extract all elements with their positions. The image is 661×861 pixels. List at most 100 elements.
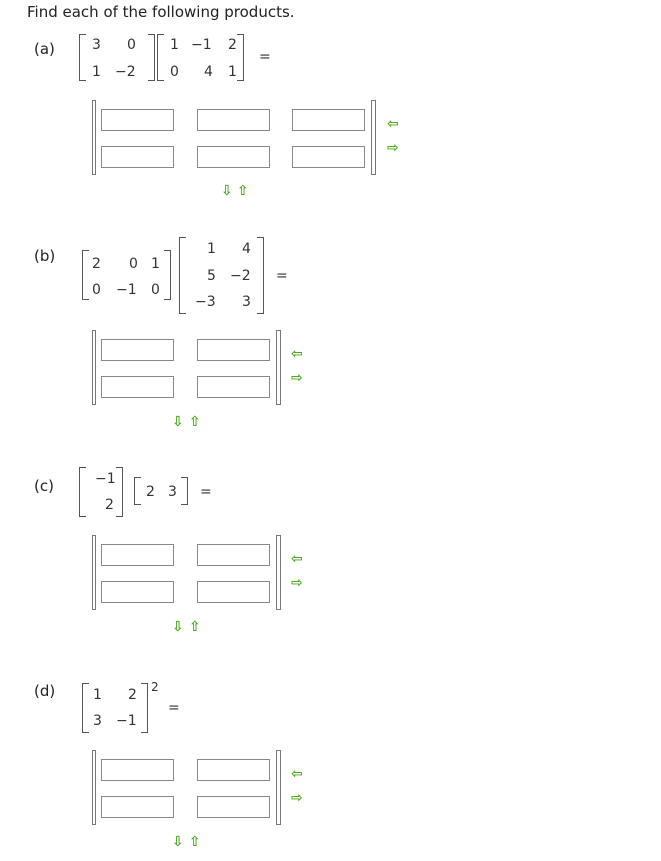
matrix-entry: 3 xyxy=(92,37,101,53)
part-b-label: (b) xyxy=(34,247,56,265)
answer-cell-r1c3[interactable] xyxy=(292,109,365,131)
remove-column-arrow-icon[interactable]: ⇦ xyxy=(387,116,399,132)
answer-cell-r2c1[interactable] xyxy=(101,146,174,168)
matrix-entry: 4 xyxy=(242,241,251,257)
matrix-entry: 4 xyxy=(204,64,213,80)
matrix-entry: −1 xyxy=(116,282,137,298)
matrix-entry: 3 xyxy=(168,484,177,500)
answer-cell-r1c2[interactable] xyxy=(197,339,270,361)
add-row-arrow-icon[interactable]: ⇧ xyxy=(189,834,201,850)
bracket-right xyxy=(116,467,123,517)
remove-column-arrow-icon[interactable]: ⇦ xyxy=(291,766,303,782)
answer-bracket-left xyxy=(92,535,96,610)
matrix-entry: 2 xyxy=(228,37,237,53)
answer-cell-r1c2[interactable] xyxy=(197,759,270,781)
add-column-arrow-icon[interactable]: ⇨ xyxy=(291,370,303,386)
matrix-entry: −1 xyxy=(191,37,212,53)
bracket-right xyxy=(181,477,188,505)
matrix-entry: −2 xyxy=(115,64,136,80)
answer-bracket-right xyxy=(277,750,281,825)
answer-bracket-inner xyxy=(95,330,96,405)
bracket-right xyxy=(237,34,244,81)
matrix-entry: 1 xyxy=(151,256,160,272)
bracket-left xyxy=(134,477,141,505)
remove-row-arrow-icon[interactable]: ⇩ xyxy=(172,414,184,430)
answer-bracket-left xyxy=(92,330,96,405)
matrix-entry: 5 xyxy=(207,268,216,284)
add-column-arrow-icon[interactable]: ⇨ xyxy=(291,575,303,591)
matrix-entry: 1 xyxy=(93,687,102,703)
instruction: Find each of the following products. xyxy=(27,3,295,21)
equals-sign: = xyxy=(200,484,212,500)
answer-cell-r2c2[interactable] xyxy=(197,796,270,818)
matrix-entry: 3 xyxy=(242,294,251,310)
matrix-entry: 2 xyxy=(92,256,101,272)
answer-cell-r1c2[interactable] xyxy=(197,109,270,131)
equals-sign: = xyxy=(259,49,271,65)
matrix-entry: 0 xyxy=(127,37,136,53)
bracket-left xyxy=(82,683,89,733)
answer-cell-r1c1[interactable] xyxy=(101,759,174,781)
matrix-entry: 1 xyxy=(207,241,216,257)
bracket-right xyxy=(164,250,171,300)
answer-bracket-inner xyxy=(276,330,277,405)
answer-bracket-inner xyxy=(371,100,372,175)
answer-bracket-inner xyxy=(95,750,96,825)
add-row-arrow-icon[interactable]: ⇧ xyxy=(189,619,201,635)
bracket-left xyxy=(157,34,164,81)
matrix-entry: −1 xyxy=(116,713,137,729)
answer-cell-r2c2[interactable] xyxy=(197,376,270,398)
add-column-arrow-icon[interactable]: ⇨ xyxy=(291,790,303,806)
answer-bracket-right xyxy=(372,100,376,175)
equals-sign: = xyxy=(276,268,288,284)
equals-sign: = xyxy=(168,700,180,716)
bracket-left xyxy=(79,467,86,517)
answer-cell-r2c2[interactable] xyxy=(197,146,270,168)
bracket-left xyxy=(82,250,89,300)
answer-bracket-inner xyxy=(276,750,277,825)
part-a-label: (a) xyxy=(34,40,55,58)
answer-cell-r2c3[interactable] xyxy=(292,146,365,168)
remove-column-arrow-icon[interactable]: ⇦ xyxy=(291,551,303,567)
answer-cell-r2c1[interactable] xyxy=(101,376,174,398)
matrix-entry: 2 xyxy=(146,484,155,500)
bracket-right xyxy=(148,34,155,81)
remove-row-arrow-icon[interactable]: ⇩ xyxy=(221,183,233,199)
matrix-entry: 0 xyxy=(170,64,179,80)
answer-bracket-left xyxy=(92,750,96,825)
answer-cell-r1c1[interactable] xyxy=(101,544,174,566)
bracket-left xyxy=(79,34,86,81)
answer-bracket-right xyxy=(277,330,281,405)
answer-bracket-inner xyxy=(276,535,277,610)
remove-column-arrow-icon[interactable]: ⇦ xyxy=(291,346,303,362)
answer-bracket-inner xyxy=(95,535,96,610)
matrix-entry: 0 xyxy=(129,256,138,272)
answer-cell-r1c2[interactable] xyxy=(197,544,270,566)
answer-cell-r2c2[interactable] xyxy=(197,581,270,603)
answer-bracket-right xyxy=(277,535,281,610)
matrix-entry: 3 xyxy=(93,713,102,729)
matrix-entry: −2 xyxy=(230,268,251,284)
part-c-label: (c) xyxy=(34,477,54,495)
exponent: 2 xyxy=(151,680,159,694)
answer-bracket-left xyxy=(92,100,96,175)
matrix-entry: 2 xyxy=(128,687,137,703)
matrix-entry: 2 xyxy=(105,497,114,513)
part-d-label: (d) xyxy=(34,682,56,700)
answer-cell-r1c1[interactable] xyxy=(101,339,174,361)
answer-cell-r2c1[interactable] xyxy=(101,796,174,818)
matrix-entry: 1 xyxy=(170,37,179,53)
matrix-entry: −1 xyxy=(95,471,116,487)
answer-cell-r1c1[interactable] xyxy=(101,109,174,131)
add-row-arrow-icon[interactable]: ⇧ xyxy=(237,183,249,199)
remove-row-arrow-icon[interactable]: ⇩ xyxy=(172,834,184,850)
matrix-entry: 0 xyxy=(151,282,160,298)
matrix-entry: 1 xyxy=(228,64,237,80)
matrix-entry: −3 xyxy=(195,294,216,310)
add-row-arrow-icon[interactable]: ⇧ xyxy=(189,414,201,430)
remove-row-arrow-icon[interactable]: ⇩ xyxy=(172,619,184,635)
matrix-entry: 1 xyxy=(92,64,101,80)
add-column-arrow-icon[interactable]: ⇨ xyxy=(387,140,399,156)
answer-bracket-inner xyxy=(95,100,96,175)
answer-cell-r2c1[interactable] xyxy=(101,581,174,603)
